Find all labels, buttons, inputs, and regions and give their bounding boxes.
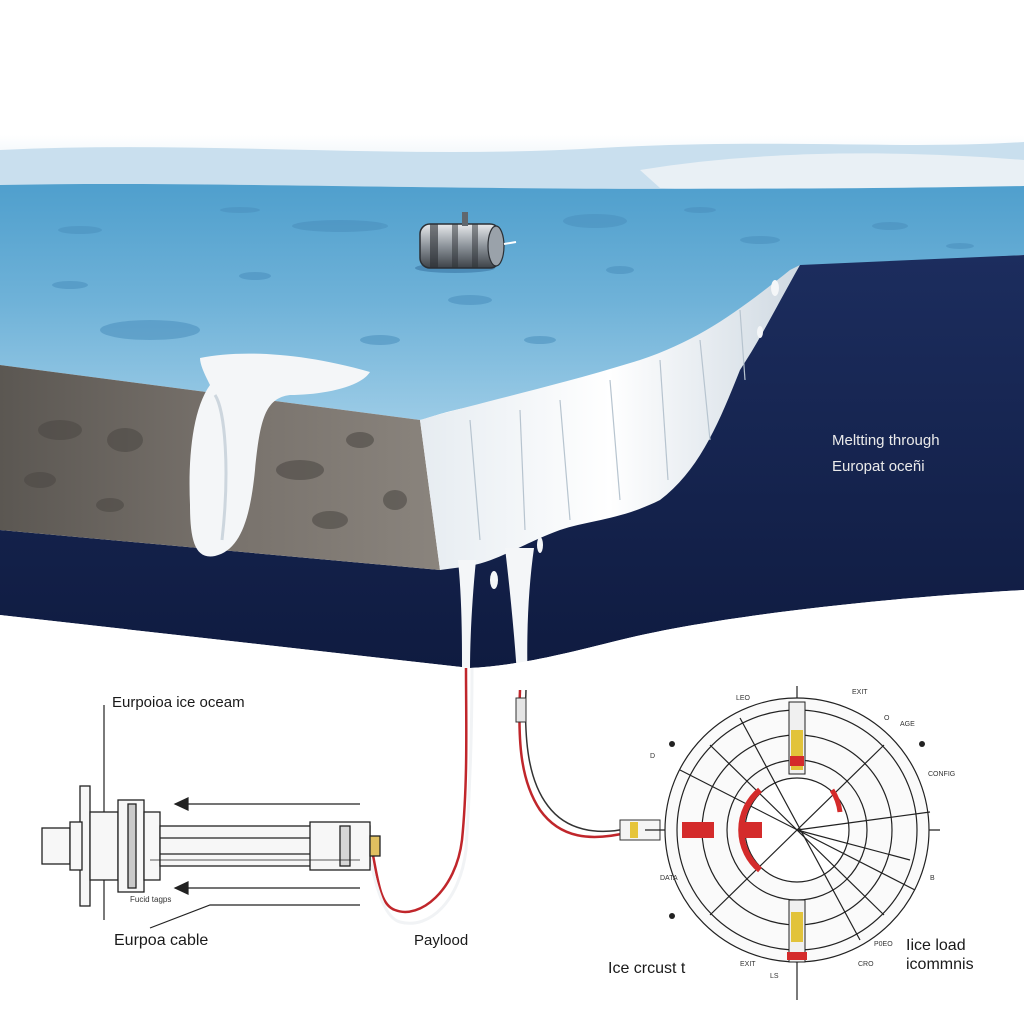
europa-ice-ocean-label: Eurpoioa ice oceam xyxy=(112,694,245,711)
meltwater-drips xyxy=(458,280,779,690)
ice-surface-pits xyxy=(52,207,974,345)
cross-section-highlights xyxy=(669,701,925,963)
melted-ice-cliff xyxy=(420,265,800,570)
svg-text:O: O xyxy=(884,715,890,722)
melt-hole-left xyxy=(189,353,370,557)
svg-text:CONFIG: CONFIG xyxy=(928,771,955,778)
page-top-margin xyxy=(0,0,1024,135)
svg-text:EXIT: EXIT xyxy=(852,689,868,696)
cable-red-left xyxy=(370,667,468,914)
melting-line2: Europat oceñi xyxy=(832,458,925,475)
ice-load-label: Iice load icommnis xyxy=(906,936,974,974)
rock-texture xyxy=(24,420,407,529)
cliff-texture xyxy=(469,309,746,541)
cable-red-right xyxy=(518,689,631,839)
svg-text:CRO: CRO xyxy=(858,961,874,968)
flow-arrows xyxy=(149,797,360,929)
cable-connector-top xyxy=(515,697,527,723)
svg-text:DATA: DATA xyxy=(660,875,678,882)
ice-crust-label: Ice crcust t xyxy=(608,960,686,977)
svg-text:P0EO: P0EO xyxy=(874,941,893,948)
melting-through-label: Meltting through Europat oceñi xyxy=(832,428,940,480)
circular-cross-section-diagram xyxy=(645,686,940,1000)
svg-text:LEO: LEO xyxy=(736,695,751,702)
europa-cable-label: Eurpoa cable xyxy=(114,932,209,949)
svg-text:LS: LS xyxy=(770,973,779,980)
ice-load-line2: icommnis xyxy=(906,956,974,973)
drill-probe-diagram xyxy=(41,705,381,920)
svg-text:EXIT: EXIT xyxy=(740,961,756,968)
subsurface-ocean xyxy=(0,255,1024,668)
cross-section-tick-labels: LEO EXIT O AGE CONFIG D DATA B EXIT LS C… xyxy=(650,689,955,980)
svg-text:B: B xyxy=(930,875,935,882)
cryobot-probe-icon xyxy=(415,212,517,273)
svg-text:AGE: AGE xyxy=(900,721,915,728)
payload-label: Paylood xyxy=(414,932,469,949)
fluid-tag-label: Fucid tagps xyxy=(130,895,172,904)
ice-load-line1: Iice load xyxy=(906,937,966,954)
distant-snow-patch xyxy=(640,153,1024,188)
melting-line1: Meltting through xyxy=(832,432,940,449)
svg-text:D: D xyxy=(650,753,655,760)
